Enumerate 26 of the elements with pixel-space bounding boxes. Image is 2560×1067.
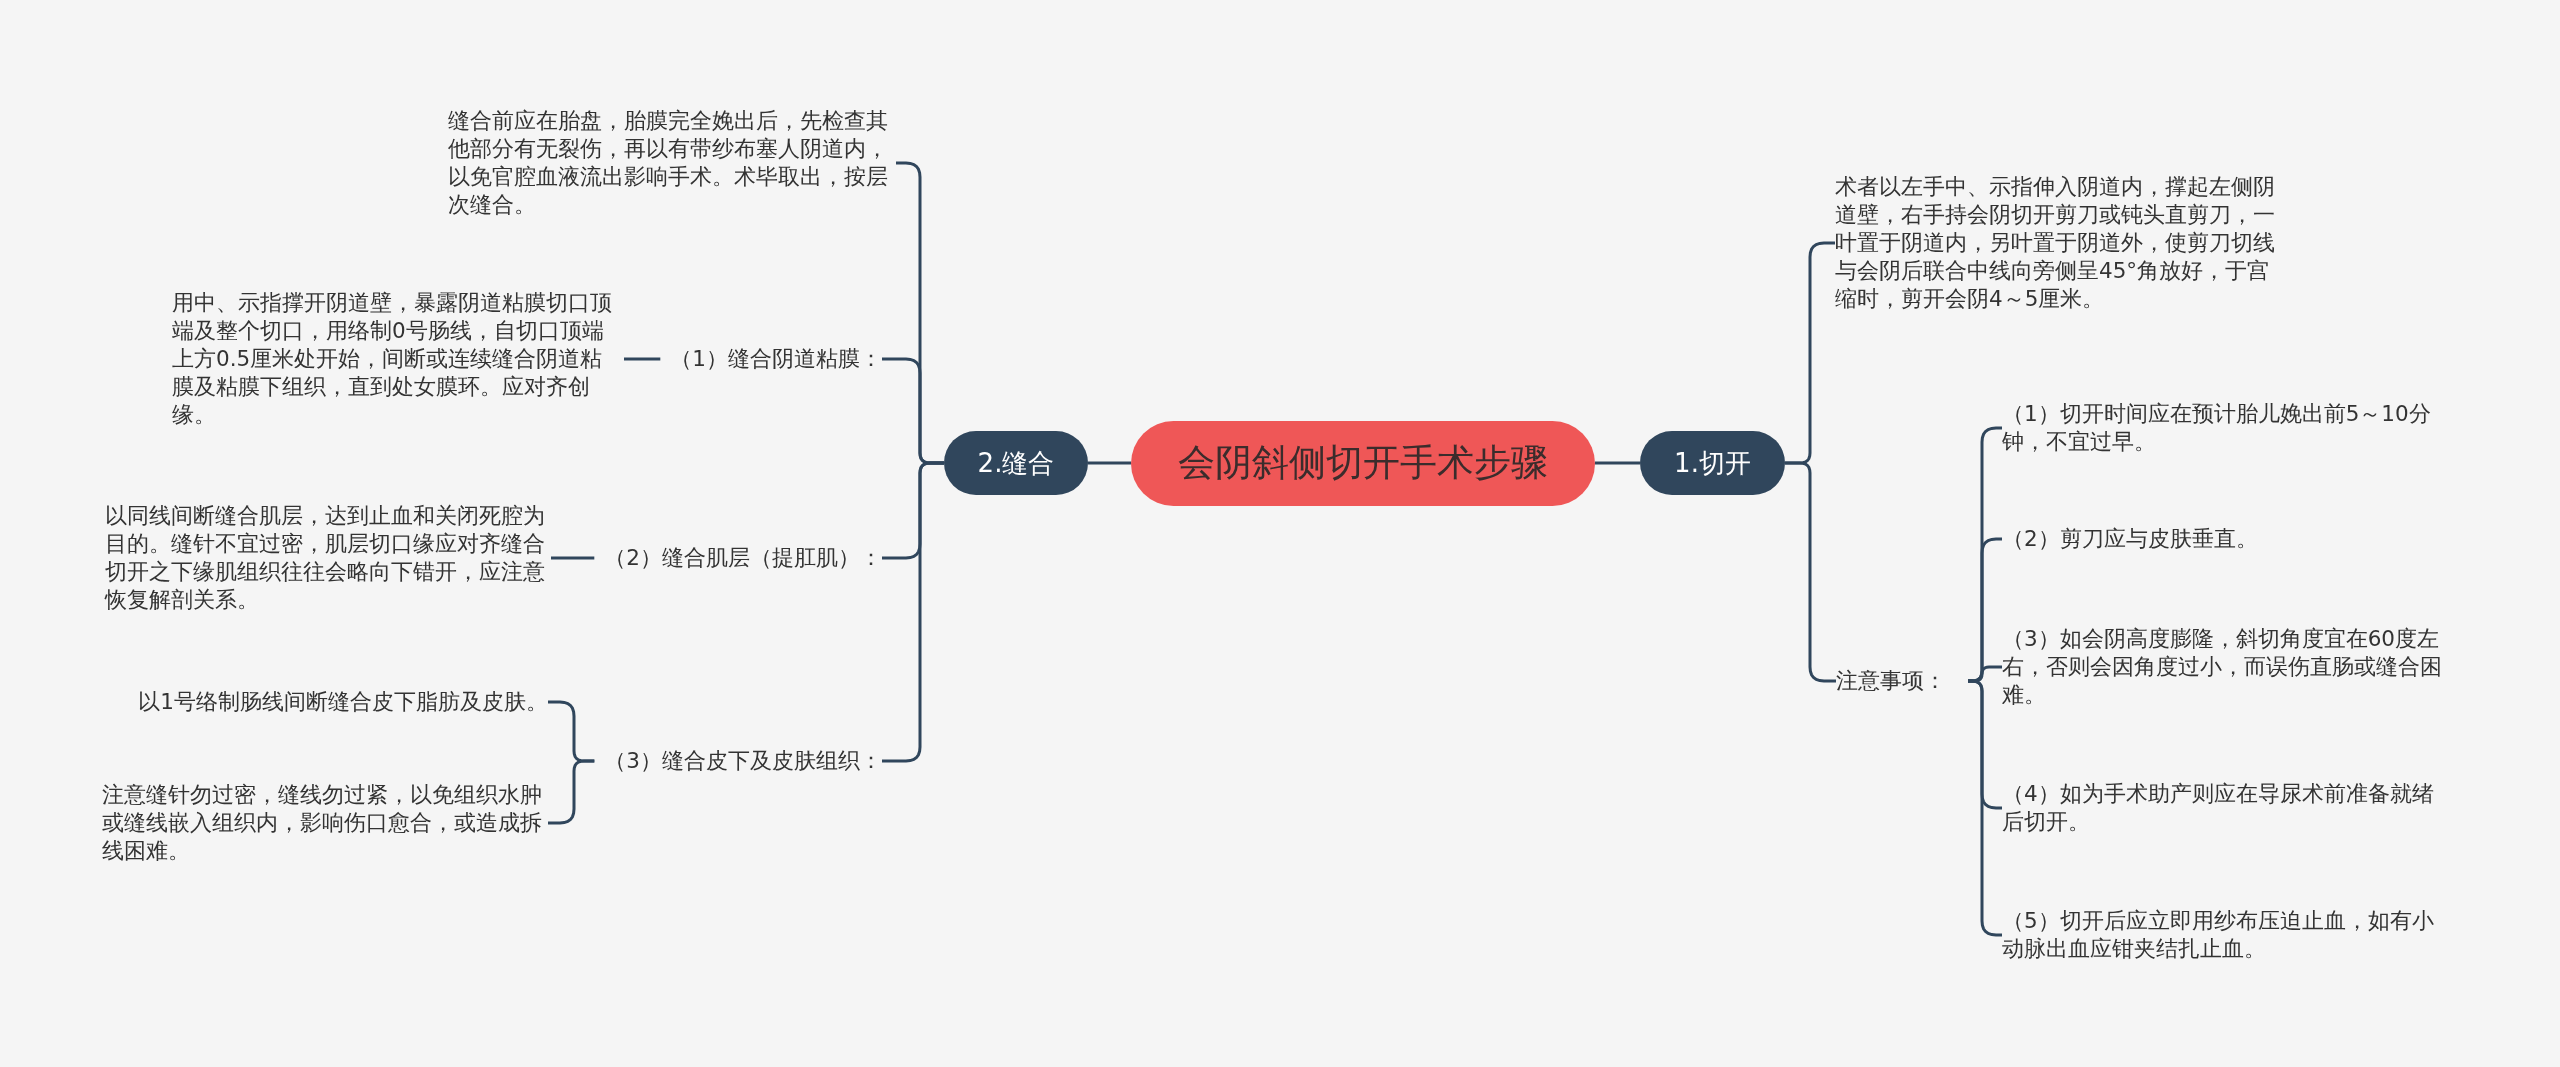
note-text: 缝合前应在胎盘，胎膜完全娩出后，先检查其他部分有无裂伤，再以有带纱布塞人阴道内，以免官腔血液流出影响手术。术毕取出，按层次缝合。 [448, 107, 896, 219]
note-text: （3）如会阴高度膨隆，斜切角度宜在60度左右，否则会因角度过小，而误伤直肠或缝合困难。 [2002, 625, 2448, 709]
branch-node: 2.缝合 [944, 431, 1088, 495]
branch-label: 注意事项： [1836, 667, 1968, 695]
note-text: 用中、示指撑开阴道壁，暴露阴道粘膜切口顶端及整个切口，用络制0号肠线，自切口顶端上方0.5厘米处开始，间断或连续缝合阴道粘膜及粘膜下组织，直到处女膜环。应对齐创缘。 [172, 289, 624, 429]
note-text: （4）如为手术助产则应在导尿术前准备就绪后切开。 [2002, 780, 2448, 836]
connector-line [624, 357, 661, 361]
connector-line [551, 556, 595, 560]
connector-line [1968, 679, 2002, 937]
branch-label: （3）缝合皮下及皮肤组织： [594, 747, 882, 775]
connector-line [1088, 461, 1131, 465]
branch-label: （2）缝合肌层（提肛肌）： [594, 544, 882, 572]
note-text: （1）切开时间应在预计胎儿娩出前5～10分钟，不宜过早。 [2002, 400, 2448, 456]
branch-node: 1.切开 [1640, 431, 1785, 495]
branch-label: （1）缝合阴道粘膜： [660, 345, 882, 373]
topic-node: 会阴斜侧切开手术步骤 [1131, 420, 1595, 506]
note-text: 以1号络制肠线间断缝合皮下脂肪及皮肤。 [138, 688, 548, 716]
note-text: （5）切开后应立即用纱布压迫止血，如有小动脉出血应钳夹结扎止血。 [2002, 907, 2448, 963]
connector-line [1595, 461, 1640, 465]
connector-line [882, 461, 944, 763]
note-text: 术者以左手中、示指伸入阴道内，撑起左侧阴道壁，右手持会阴切开剪刀或钝头直剪刀，一叶置于阴道内，另叶置于阴道外，使剪刀切线与会阴后联合中线向旁侧呈45°角放好，于宫缩时，剪开会阴4～5厘米。 [1835, 173, 2287, 313]
connector-line [1785, 461, 1836, 683]
note-text: 注意缝针勿过密，缝线勿过紧，以免组织水肿或缝线嵌入组织内，影响伤口愈合，或造成拆线困难。 [102, 781, 548, 865]
note-text: （2）剪刀应与皮肤垂直。 [2002, 525, 2448, 553]
note-text: 以同线间断缝合肌层，达到止血和关闭死腔为目的。缝针不宜过密，肌层切口缘应对齐缝合切开之下缘肌组织往往会略向下错开，应注意恢复解剖关系。 [105, 502, 551, 614]
connector-line [548, 759, 595, 825]
